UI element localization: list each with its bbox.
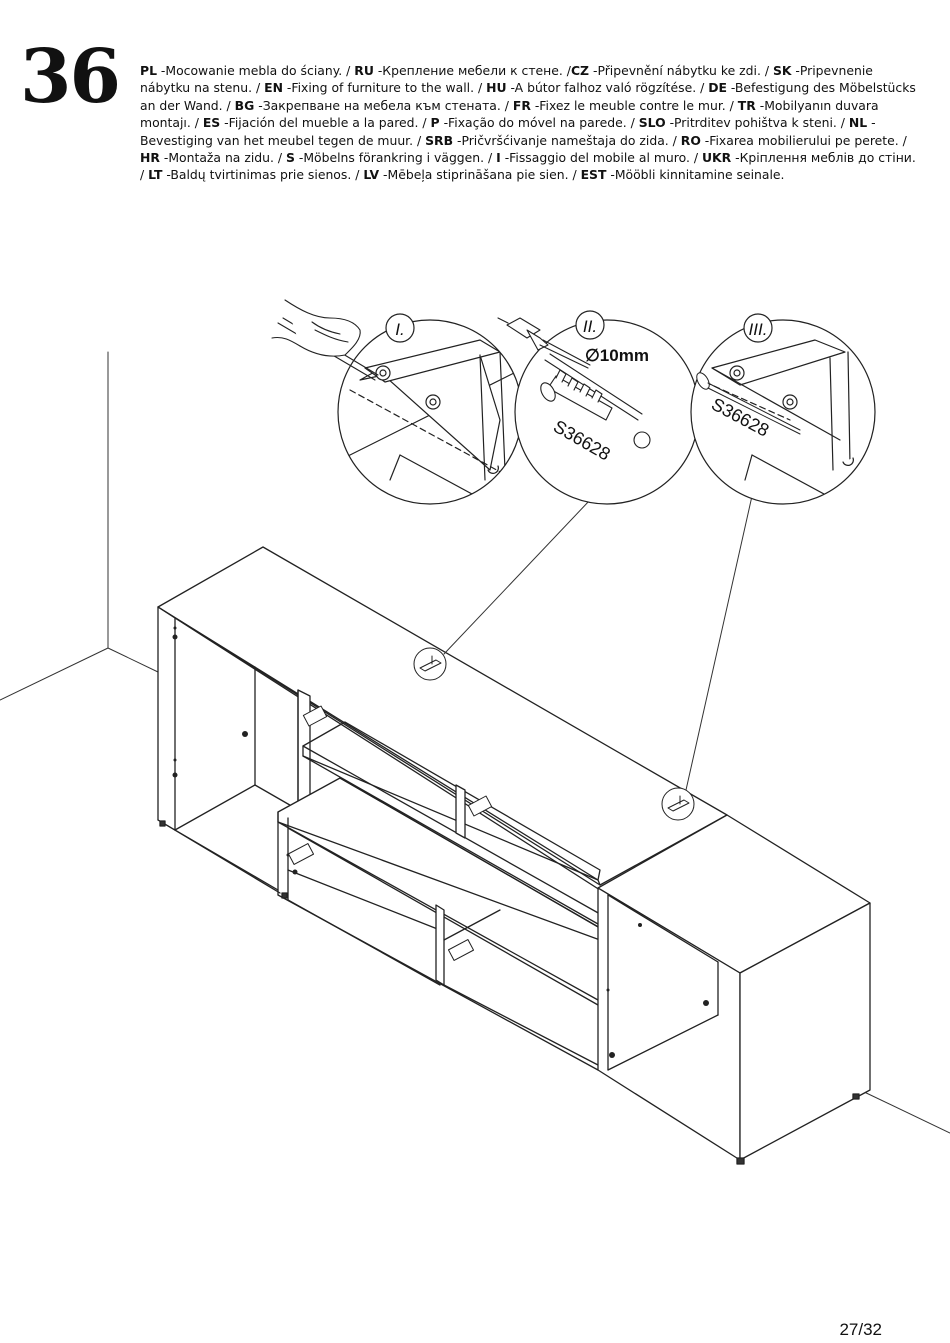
instruction-text-segment: -Закрепване на мебела към стената. / <box>254 97 513 113</box>
language-code: SRB <box>425 132 454 148</box>
instruction-segment: LV -Mēbeļa stiprināšana pie sien. / <box>363 167 580 182</box>
language-code: I <box>496 150 501 166</box>
instruction-segment: EST -Mööbli kinnitamine seinale. <box>581 167 785 182</box>
instruction-segment: TR -Mobilyanın duvara montajı. / <box>140 98 879 130</box>
instruction-text-segment: -Fixez le meuble contre le mur. / <box>530 97 738 113</box>
instruction-text-segment: -Bevestiging van het meubel tegen de muu… <box>140 115 876 148</box>
instruction-text-segment: -A bútor falhoz való rögzítése. / <box>506 80 709 96</box>
instruction-text: PL -Mocowanie mebla do ściany. / RU -Кре… <box>140 62 920 184</box>
language-code: NL <box>848 115 868 131</box>
instruction-text-segment: -Baldų tvirtinimas prie sienos. / <box>162 167 364 183</box>
instruction-text-segment: -Fijación del mueble a la pared. / <box>220 115 431 131</box>
instruction-segment: UKR -Кріплення меблів до стіни. / <box>140 150 916 182</box>
language-code: LT <box>148 167 163 183</box>
instruction-segment: SK -Pripevnenie nábytku na stenu. / <box>140 63 873 95</box>
room-lines <box>0 351 950 1134</box>
instruction-segment: LT -Baldų tvirtinimas prie sienos. / <box>148 167 363 182</box>
instruction-segment: RO -Fixarea mobilierului pe perete. / <box>681 133 907 148</box>
instruction-text-segment: -Pripevnenie nábytku na stenu. / <box>140 63 873 96</box>
instruction-segment: HU -A bútor falhoz való rögzítése. / <box>486 80 708 95</box>
instruction-segment: FR -Fixez le meuble contre le mur. / <box>513 98 738 113</box>
language-code: BG <box>234 97 255 113</box>
instruction-text-segment: -Mobilyanın duvara montajı. / <box>140 97 879 131</box>
instruction-text-segment: -Připevnění nábytku ke zdi. / <box>589 63 773 78</box>
callout-markers <box>413 647 695 821</box>
instruction-text-segment: -Fixing of furniture to the wall. / <box>282 80 487 96</box>
language-code: LV <box>363 167 380 183</box>
tv-cabinet <box>157 546 871 1165</box>
cabinet-holes <box>172 626 709 1058</box>
language-code: CZ <box>570 63 590 78</box>
language-code: EN <box>264 80 283 96</box>
page-number: 27/32 <box>839 1320 882 1339</box>
instruction-text-segment: -Кріплення меблів до стіни. / <box>140 150 916 183</box>
instruction-segment: SRB -Pričvršćivanje nameštaja do zida. / <box>425 133 681 148</box>
detail-three: III. S36628 <box>690 313 876 505</box>
instruction-text-segment: -Befestigung des Möbelstücks an der Wand… <box>140 80 916 113</box>
language-code: PL <box>140 63 157 78</box>
detail-one-label: I. <box>395 320 404 339</box>
language-code: ES <box>202 115 221 131</box>
language-code: EST <box>580 167 607 183</box>
language-code: P <box>430 115 440 131</box>
instruction-text-segment: -Fixarea mobilierului pe perete. / <box>700 132 907 148</box>
language-code: RO <box>680 132 701 148</box>
instruction-text-segment: -Pritrditev pohištva k steni. / <box>665 115 849 131</box>
detail-two: II. ∅10mm S36628 <box>497 310 700 505</box>
drill-size-label: ∅10mm <box>585 346 649 365</box>
instruction-text-segment: -Möbelns förankring i väggen. / <box>294 150 497 166</box>
instruction-segment: BG -Закрепване на мебела към стената. / <box>235 98 513 113</box>
language-code: SK <box>772 63 792 78</box>
instruction-segment: S -Möbelns förankring i väggen. / <box>286 150 496 165</box>
instruction-segment: PL -Mocowanie mebla do ściany. / <box>140 63 354 78</box>
instruction-segment: RU -Крепление мебели к стене. / <box>354 63 571 78</box>
instruction-segment: DE -Befestigung des Möbelstücks an der W… <box>140 80 916 112</box>
instruction-text-segment: -Fissaggio del mobile al muro. / <box>500 150 702 166</box>
instruction-segment: SLO -Pritrditev pohištva k steni. / <box>639 115 849 130</box>
instruction-text-segment: -Mööbli kinnitamine seinale. <box>606 167 785 183</box>
language-code: HR <box>140 150 160 166</box>
step-number: 36 <box>20 34 121 120</box>
language-code: DE <box>708 80 727 96</box>
language-code: TR <box>737 97 756 113</box>
detail-three-label: III. <box>749 320 768 339</box>
language-code: RU <box>354 63 374 78</box>
instruction-text-segment: -Pričvršćivanje nameštaja do zida. / <box>453 132 681 148</box>
instruction-segment: I -Fissaggio del mobile al muro. / <box>496 150 702 165</box>
leader-lines <box>443 495 753 791</box>
language-code: SLO <box>638 115 666 131</box>
instruction-text-segment: -Крепление мебели к стене. / <box>373 63 571 78</box>
language-code: UKR <box>701 150 732 166</box>
detail-two-label: II. <box>583 317 597 336</box>
instruction-text-segment: -Mocowanie mebla do ściany. / <box>156 63 355 78</box>
instruction-segment: ES -Fijación del mueble a la pared. / <box>203 115 431 130</box>
instruction-text-segment: -Fixação do móvel na parede. / <box>439 115 639 131</box>
detail-one: I. <box>271 299 523 505</box>
instruction-text-segment: -Montaža na zidu. / <box>159 150 286 166</box>
instruction-segment: NL -Bevestiging van het meubel tegen de … <box>140 115 876 147</box>
instruction-segment: P -Fixação do móvel na parede. / <box>431 115 639 130</box>
language-code: S <box>285 150 295 166</box>
cabinet-brackets <box>287 705 493 961</box>
language-code: FR <box>512 97 531 113</box>
instruction-text-segment: -Mēbeļa stiprināšana pie sien. / <box>379 167 581 183</box>
instruction-segment: EN -Fixing of furniture to the wall. / <box>264 80 486 95</box>
instruction-segment: HR -Montaža na zidu. / <box>140 150 286 165</box>
language-code: HU <box>486 80 507 96</box>
instruction-segment: CZ -Připevnění nábytku ke zdi. / <box>571 63 773 78</box>
